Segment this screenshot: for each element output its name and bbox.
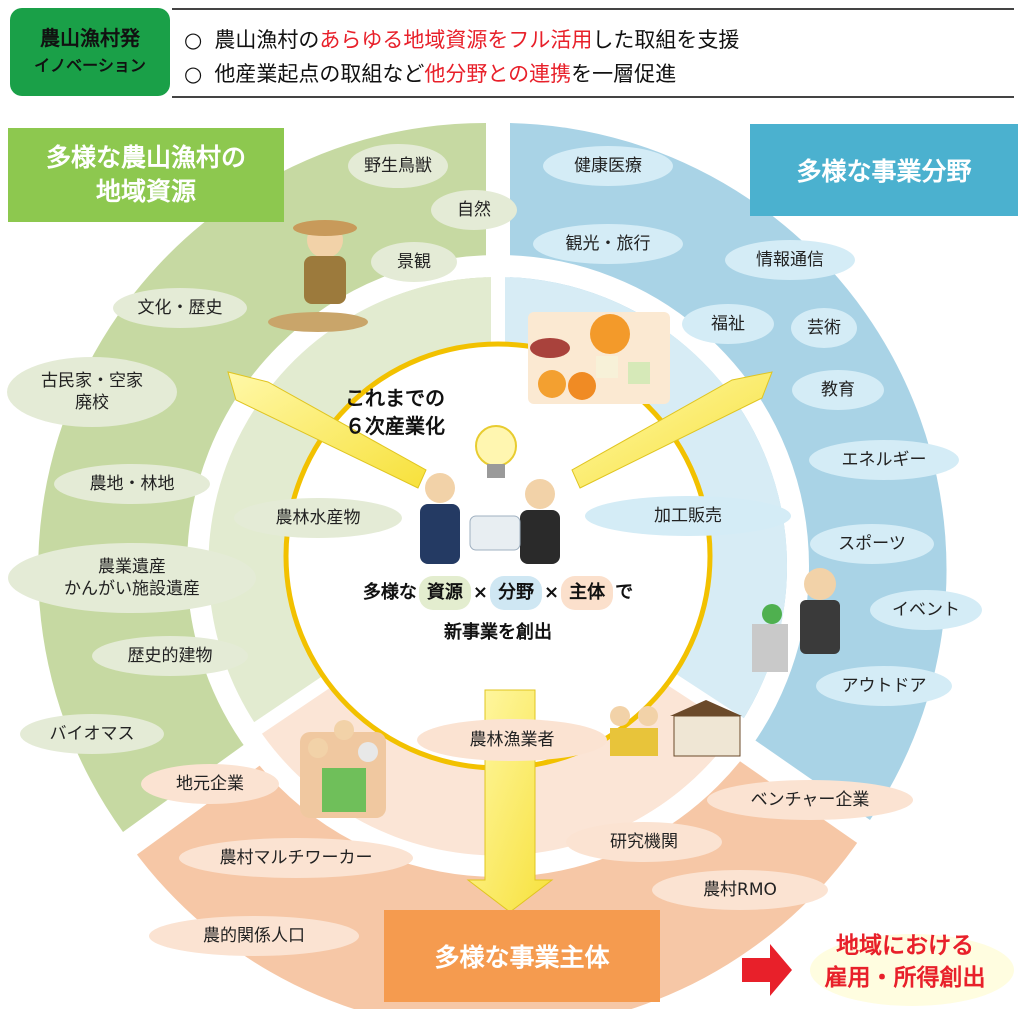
outcome-cloud [810,934,1014,1006]
times-2: × [544,582,560,603]
farmers-house-illustration [610,700,742,757]
times-1: × [472,582,488,603]
arrow-to-green [227,371,427,489]
innovation-badge: 農山漁村発 イノベーション [10,8,170,96]
actor-bubble: 農村RMO [652,870,828,910]
statement-2: ○ 他産業起点の取組など他分野との連携を一層促進 [184,58,676,88]
actor-bubble: 農的関係人口 [149,916,359,956]
statement-1-pre: 農山漁村の [214,28,320,52]
inner-resource-bubble: 農林水産物 [234,498,402,538]
resource-bubble: 歴史的建物 [92,636,248,676]
header-statements: ○ 農山漁村のあらゆる地域資源をフル活用した取組を支援 ○ 他産業起点の取組など他分… [172,8,1014,98]
center-post: で [615,582,634,603]
statement-1: ○ 農山漁村のあらゆる地域資源をフル活用した取組を支援 [184,24,739,54]
outcome-line2: 雇用・所得創出 [824,965,986,991]
resource-bubble: 文化・歴史 [113,288,247,328]
resource-bubble: 景観 [371,242,457,282]
resource-bubble: 古民家・空家 廃校 [7,357,177,427]
community-people-illustration [300,720,386,818]
field-bubble: 教育 [792,370,884,410]
badge-line1: 農山漁村発 [40,26,140,50]
badge-line2: イノベーション [34,56,146,75]
six-industry-line2: ６次産業化 [345,414,445,438]
statement-2-pre: 他産業起点の取組など [214,62,425,86]
green-category-label: 多様な農山漁村の 地域資源 [8,128,284,222]
outcome-line1: 地域における [836,933,974,959]
field-pill: 分野 [490,576,542,610]
new-business-label: 新事業を創出 [444,622,552,643]
actor-pill: 主体 [561,576,614,610]
actor-bubble: ベンチャー企業 [707,780,913,820]
blue-category-label: 多様な事業分野 [750,124,1018,216]
outcome-text: 地域における 雇用・所得創出 [800,930,1010,994]
field-bubble: 健康医療 [543,146,673,186]
resource-bubble: 農業遺産 かんがい施設遺産 [8,543,256,613]
resource-bubble: 自然 [431,190,517,230]
actor-bubble: 研究機関 [566,822,722,862]
produce-photo [528,312,670,404]
lightbulb-illustration [475,425,517,478]
farmer-illustration [268,220,368,332]
field-bubble: エネルギー [809,440,959,480]
businesswoman-illustration [752,568,840,672]
field-bubble: 観光・旅行 [533,224,683,264]
arrow-to-blue [571,371,773,489]
actor-bubble: 農村マルチワーカー [179,838,413,878]
resource-bubble: バイオマス [20,714,164,754]
resource-bubble: 野生鳥獣 [348,144,448,188]
statement-1-highlight: あらゆる地域資源をフル活用 [319,28,593,52]
statement-2-highlight: 他分野との連携 [424,62,572,86]
resource-bubble: 農地・林地 [54,464,210,504]
field-bubble: 芸術 [791,308,857,348]
inner-actor-bubble: 農林漁業者 [417,719,607,761]
center-statement: 多様な資源×分野×主体で [340,576,656,610]
six-industry-label: これまでの ６次産業化 [330,384,460,440]
statement-2-post: を一層促進 [571,62,677,86]
field-bubble: スポーツ [810,524,934,564]
business-people-illustration [420,473,560,564]
six-industry-line1: これまでの [345,386,445,410]
orange-category-label: 多様な事業主体 [384,910,660,1002]
inner-field-bubble: 加工販売 [585,496,791,536]
statement-1-post: した取組を支援 [592,28,740,52]
bullet: ○ [184,62,203,86]
field-bubble: アウトドア [816,666,952,706]
resource-pill: 資源 [418,576,471,610]
field-bubble: 福祉 [682,304,774,344]
bullet: ○ [184,28,203,52]
outcome-arrow [742,944,792,996]
field-bubble: イベント [870,590,982,630]
field-bubble: 情報通信 [725,240,855,280]
actor-bubble: 地元企業 [141,764,279,804]
center-pre: 多様な [362,582,417,603]
